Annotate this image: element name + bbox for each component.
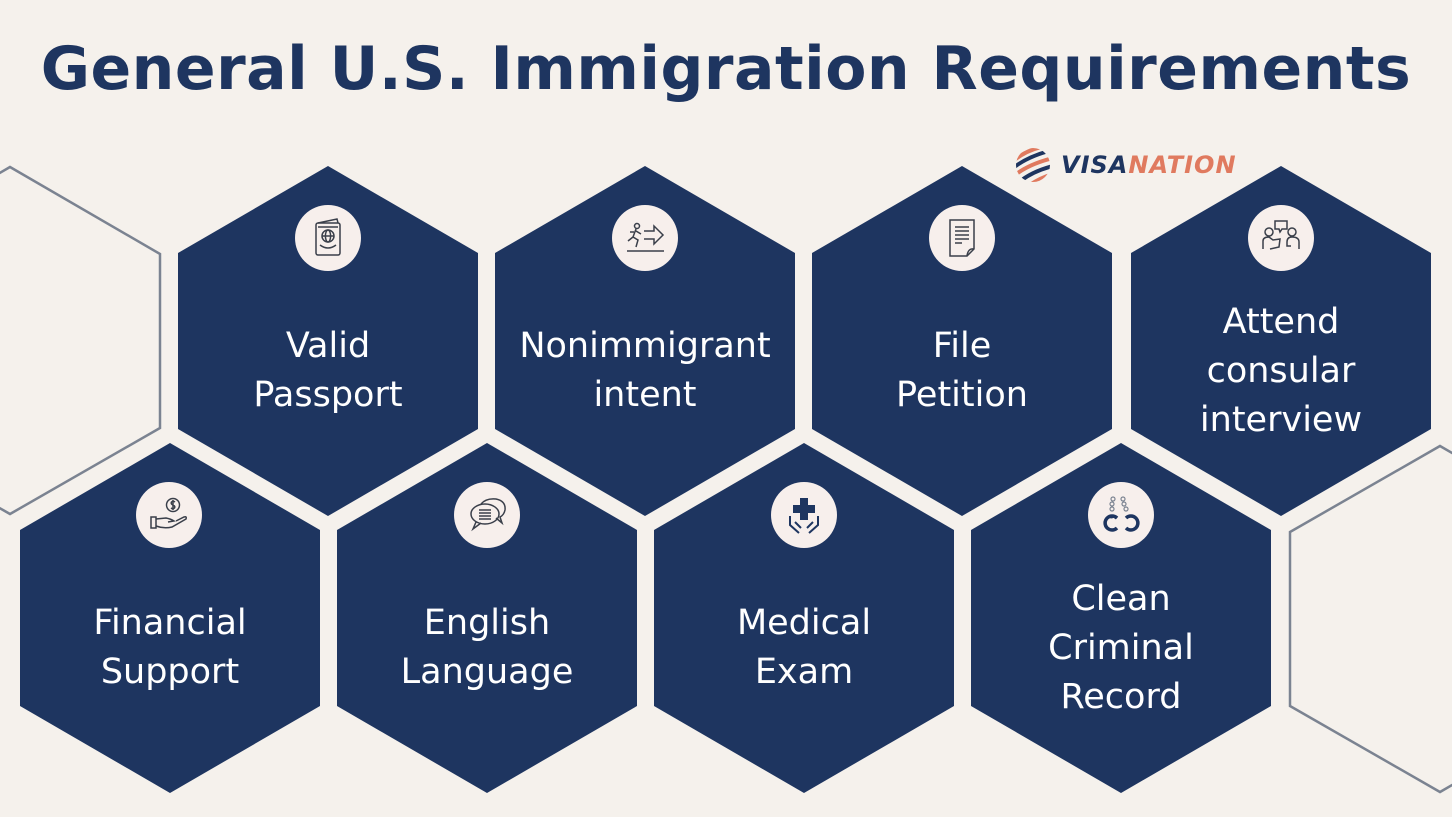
label-medical-exam: Medical Exam [736, 603, 872, 692]
label-nonimmigrant-intent: Nonimmigrant intent [519, 326, 771, 415]
interview-icon [1248, 205, 1314, 271]
speech-bubbles-icon [454, 482, 520, 548]
globe-stripes-icon [1016, 148, 1050, 182]
document-icon [929, 205, 995, 271]
label-clean-record: Clean Criminal Record [1048, 579, 1194, 717]
page-title: General U.S. Immigration Requirements [40, 34, 1412, 104]
passport-icon [295, 205, 361, 271]
brand-part1: VISA [1061, 151, 1129, 179]
hexagon-valid-passport [178, 166, 478, 516]
hexagon-attend-interview [1131, 166, 1431, 516]
hexagon-clean-record [971, 443, 1271, 793]
label-financial-support: Financial Support [93, 603, 247, 692]
decorative-hexagon-left [0, 165, 162, 516]
running-exit-icon [612, 205, 678, 271]
medical-cross-hands-icon [771, 482, 837, 548]
hexagon-file-petition [812, 166, 1112, 516]
label-english-language: English Language [400, 603, 574, 692]
hexagon-english-language [337, 443, 637, 793]
label-file-petition: File Petition [896, 326, 1028, 415]
hexagon-medical-exam [654, 443, 954, 793]
handcuffs-icon [1088, 482, 1154, 548]
hexagon-financial-support [20, 443, 320, 793]
decorative-hexagon-right [1288, 444, 1452, 794]
money-hand-icon [136, 482, 202, 548]
visanation-logo: VISANATION [1015, 147, 1237, 183]
label-attend-interview: Attend consular interview [1199, 302, 1363, 440]
label-valid-passport: Valid Passport [253, 326, 403, 415]
brand-part2: NATION [1128, 151, 1237, 179]
hexagon-nonimmigrant-intent [495, 166, 795, 516]
